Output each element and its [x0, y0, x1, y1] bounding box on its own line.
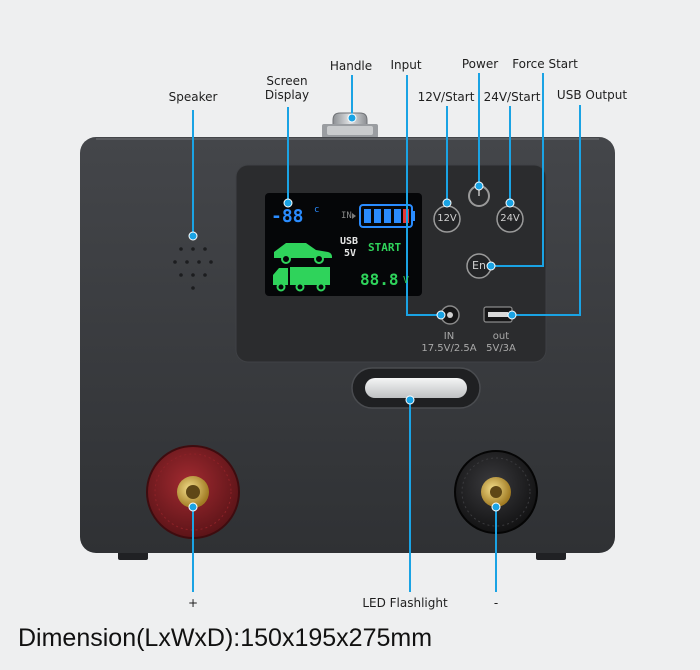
display-temperature: -88	[271, 206, 304, 227]
usb-port-label: out 5V/3A	[486, 331, 516, 354]
callout-lines	[192, 73, 581, 592]
display-usb-voltage: 5V	[344, 248, 357, 259]
negative-label: -	[493, 596, 499, 610]
input-label: Input	[390, 58, 422, 72]
display-voltage: 88.8	[360, 270, 399, 289]
led-flashlight-label: LED Flashlight	[362, 596, 448, 610]
usb-output-label: USB Output	[556, 88, 628, 102]
arrow-icon	[352, 213, 356, 219]
force-start-label: Force Start	[512, 57, 578, 71]
display-start: START	[368, 241, 402, 254]
speaker-label: Speaker	[168, 90, 218, 104]
usb-port[interactable]	[483, 306, 513, 323]
button-24v-label: 24V	[500, 213, 520, 224]
display-usb-label: USB	[340, 236, 359, 247]
force-start-button-label: En	[472, 259, 486, 272]
display-voltage-unit: V	[403, 275, 410, 286]
handle	[322, 112, 378, 139]
display-temperature-unit: c	[314, 205, 320, 215]
car-icon	[274, 243, 332, 264]
dimension-caption: Dimension(LxWxD):150x195x275mm	[18, 624, 433, 652]
input-port-label: IN 17.5V/2.5A	[421, 331, 477, 354]
screen-display-label: Screen Display	[264, 74, 310, 102]
handle-label: Handle	[329, 59, 373, 73]
button-12v-label: 12V	[437, 213, 457, 224]
led-flashlight	[351, 367, 481, 409]
positive-label: +	[187, 596, 199, 610]
power-label: Power	[461, 57, 499, 71]
start-12v-label: 12V/Start	[417, 90, 475, 104]
truck-icon	[273, 267, 330, 292]
callout-dots	[188, 113, 517, 512]
display-in-label: IN	[341, 211, 352, 221]
start-24v-label: 24V/Start	[483, 90, 541, 104]
positive-terminal	[146, 445, 240, 539]
negative-terminal	[454, 450, 538, 534]
